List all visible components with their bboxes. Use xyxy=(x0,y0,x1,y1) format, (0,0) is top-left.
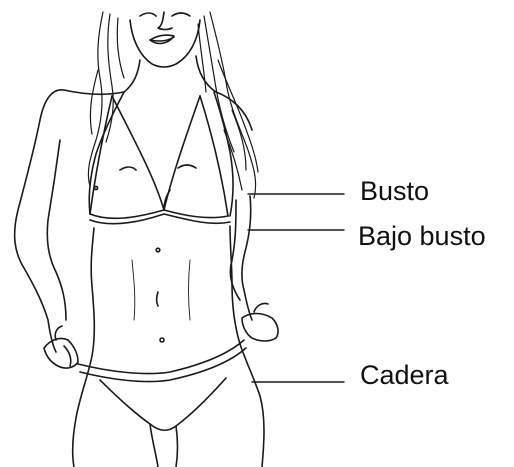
bust-label: Busto xyxy=(360,178,429,205)
bikini-top-drawing xyxy=(89,92,233,224)
hip-label: Cadera xyxy=(360,362,449,389)
underbust-label: Bajo busto xyxy=(358,223,486,250)
abdomen-drawing xyxy=(132,248,190,342)
torso-outline xyxy=(15,56,264,467)
face-drawing xyxy=(130,12,200,67)
bikini-bottom-drawing xyxy=(44,303,278,467)
